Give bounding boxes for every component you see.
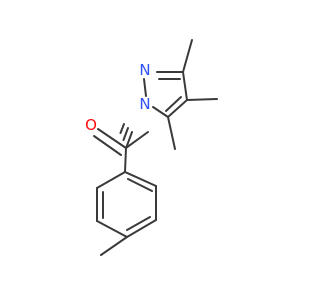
bond-ar-c1-c6-inner [127,178,153,192]
atom-label-oxygen: O [85,116,97,134]
bond-carbonyl-o-3 [125,131,133,148]
bond-c4-methyl [186,98,218,101]
bond-c4-c5-a [167,99,188,118]
bond-carbonyl-aryl [124,147,127,173]
bond-n1-n2 [143,78,147,97]
bond-carbonyl-o-2 [122,127,129,141]
bonds [93,39,218,256]
bond-c3-c4 [182,71,188,101]
bond-c3-methyl [182,39,193,73]
bond-carbonyl-n1 [125,131,149,149]
bond-tolyl-methyl [100,236,128,256]
bond-c5-n1 [152,106,169,118]
bond-carbonyl-o-1 [119,123,125,134]
bond-ar-c4-c5 [126,219,157,238]
bond-co-b [93,135,122,156]
bond-co-a [97,128,127,149]
atom-label-n2: N [139,61,150,79]
bond-ar-c3-c4 [96,220,128,238]
atom-label-n1: N [139,95,150,113]
bond-ar-c1-c6 [124,171,157,187]
bond-c4-c5-b [165,96,182,112]
bond-c5-methyl [167,116,176,150]
bond-ar-c4-c5-inner [126,216,151,231]
molecule-structure: O N N [85,39,218,256]
bond-ar-c1-c2 [96,171,126,189]
atom-labels: O N N [85,61,151,134]
